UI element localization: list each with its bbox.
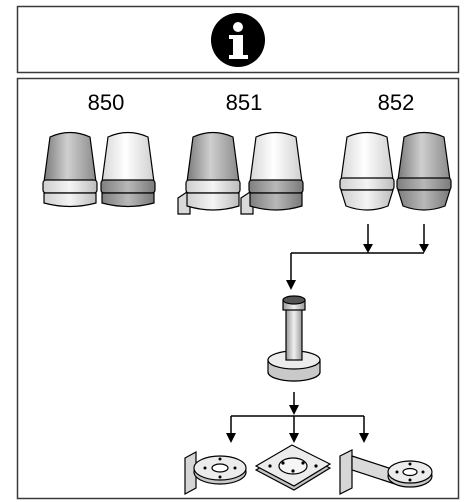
model-label-851: 851	[225, 90, 263, 115]
lamp-dome-852-dark	[396, 131, 452, 211]
lamp-dome-851-clear	[240, 131, 304, 215]
tube-mount	[267, 295, 321, 382]
lamp-dome-852-clear	[339, 131, 395, 211]
arrow-down-icon	[226, 433, 236, 443]
model-label-852: 852	[377, 90, 415, 115]
connector-lines	[230, 224, 425, 433]
wall-bracket-mount	[184, 450, 247, 496]
arrow-down-icon	[419, 244, 429, 253]
arrow-down-icon	[286, 280, 296, 290]
arm-bracket-mount	[339, 449, 433, 495]
arrow-down-icon	[359, 433, 369, 443]
info-icon	[211, 13, 265, 67]
base-plate-mount	[254, 444, 332, 491]
arrow-down-icon	[289, 433, 299, 443]
lamp-dome-850-clear	[100, 131, 156, 208]
lamp-dome-850-dark	[42, 131, 98, 208]
flow-arrows	[226, 244, 429, 443]
arrow-down-icon	[289, 405, 299, 415]
model-label-850: 850	[87, 90, 125, 115]
arrow-down-icon	[363, 244, 373, 253]
lamp-dome-851-dark	[177, 131, 241, 215]
